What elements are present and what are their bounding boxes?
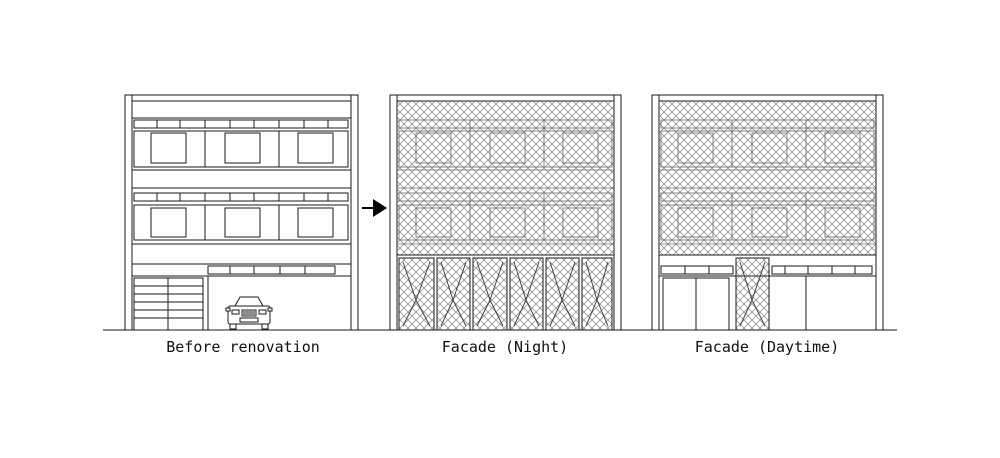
car-icon [225, 296, 273, 330]
building-night [389, 94, 622, 331]
caption-facade-daytime: Facade (Daytime) [694, 338, 840, 356]
building-before [124, 94, 359, 331]
caption-before-renovation: Before renovation [166, 338, 320, 356]
building-day [651, 94, 884, 331]
arrow-right-icon [362, 199, 387, 217]
caption-facade-night: Facade (Night) [441, 338, 569, 356]
